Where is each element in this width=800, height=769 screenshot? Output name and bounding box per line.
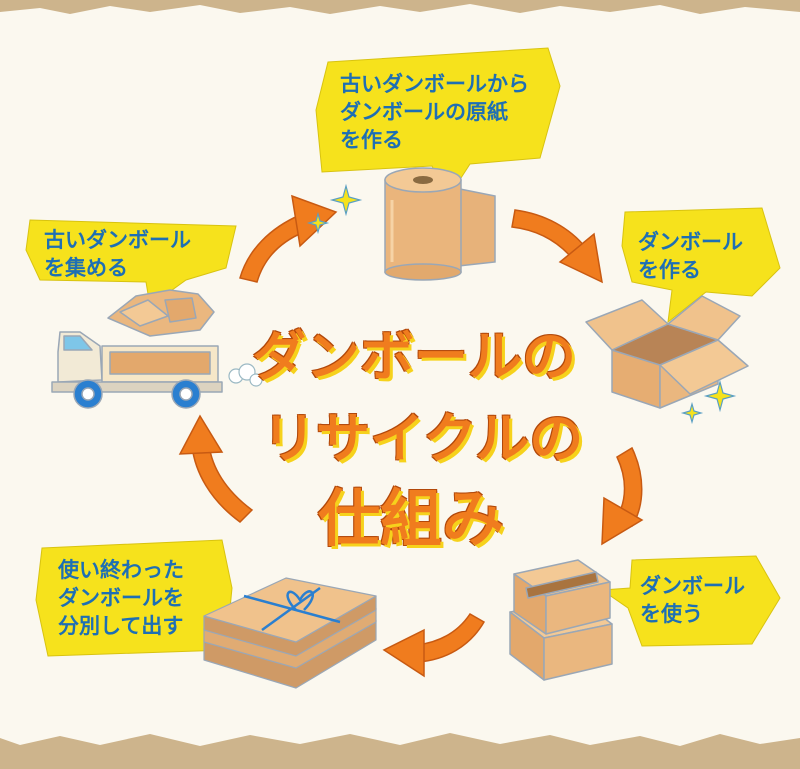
tied-bundle-icon xyxy=(203,577,377,689)
paper-roll-icon xyxy=(384,167,496,281)
arrow-roll-to-box xyxy=(511,209,603,284)
arrow-bundle-to-collect xyxy=(178,414,254,523)
diagram-title-line-3: 仕組み xyxy=(318,482,505,555)
step-3-line-2: を使う xyxy=(640,602,703,626)
stacked-boxes-icon xyxy=(509,559,613,681)
exhaust-puff xyxy=(228,363,263,387)
step-1-line-2: ダンボールの原紙 xyxy=(340,100,508,124)
step-2-text: ダンボール を作る xyxy=(638,228,743,284)
cycle-arrows xyxy=(178,194,644,678)
bubble-shapes xyxy=(25,47,781,657)
step-4-line-1: 使い終わった xyxy=(58,558,184,582)
step-1-line-3: を作る xyxy=(340,128,403,152)
bubble-step-2-shape xyxy=(621,207,781,324)
open-box-icon xyxy=(585,295,749,409)
step-1-line-1: 古いダンボールから xyxy=(340,72,529,96)
step-4-line-3: 分別して出す xyxy=(58,614,184,638)
truck-icon xyxy=(51,289,223,409)
step-1-text: 古いダンボールから ダンボールの原紙 を作る xyxy=(340,70,529,154)
step-2-line-2: を作る xyxy=(638,258,701,282)
step-3-line-1: ダンボール xyxy=(640,574,745,598)
step-3-text: ダンボール を使う xyxy=(640,572,745,628)
step-5-text: 古いダンボール を集める xyxy=(44,226,191,282)
diagram-title-line-2: リサイクルの xyxy=(262,407,584,470)
diagram-title-line-1: ダンボールの xyxy=(252,325,576,388)
arrow-box-to-use xyxy=(601,446,644,546)
arrow-use-to-bundle xyxy=(382,613,486,678)
step-5-line-1: 古いダンボール xyxy=(44,228,191,252)
step-2-line-1: ダンボール xyxy=(638,230,743,254)
step-4-line-2: ダンボールを xyxy=(58,586,184,610)
sparkle-icon xyxy=(306,183,737,425)
bubble-step-3-shape xyxy=(600,555,781,647)
step-5-line-2: を集める xyxy=(44,256,128,280)
step-4-text: 使い終わった ダンボールを 分別して出す xyxy=(58,556,184,640)
